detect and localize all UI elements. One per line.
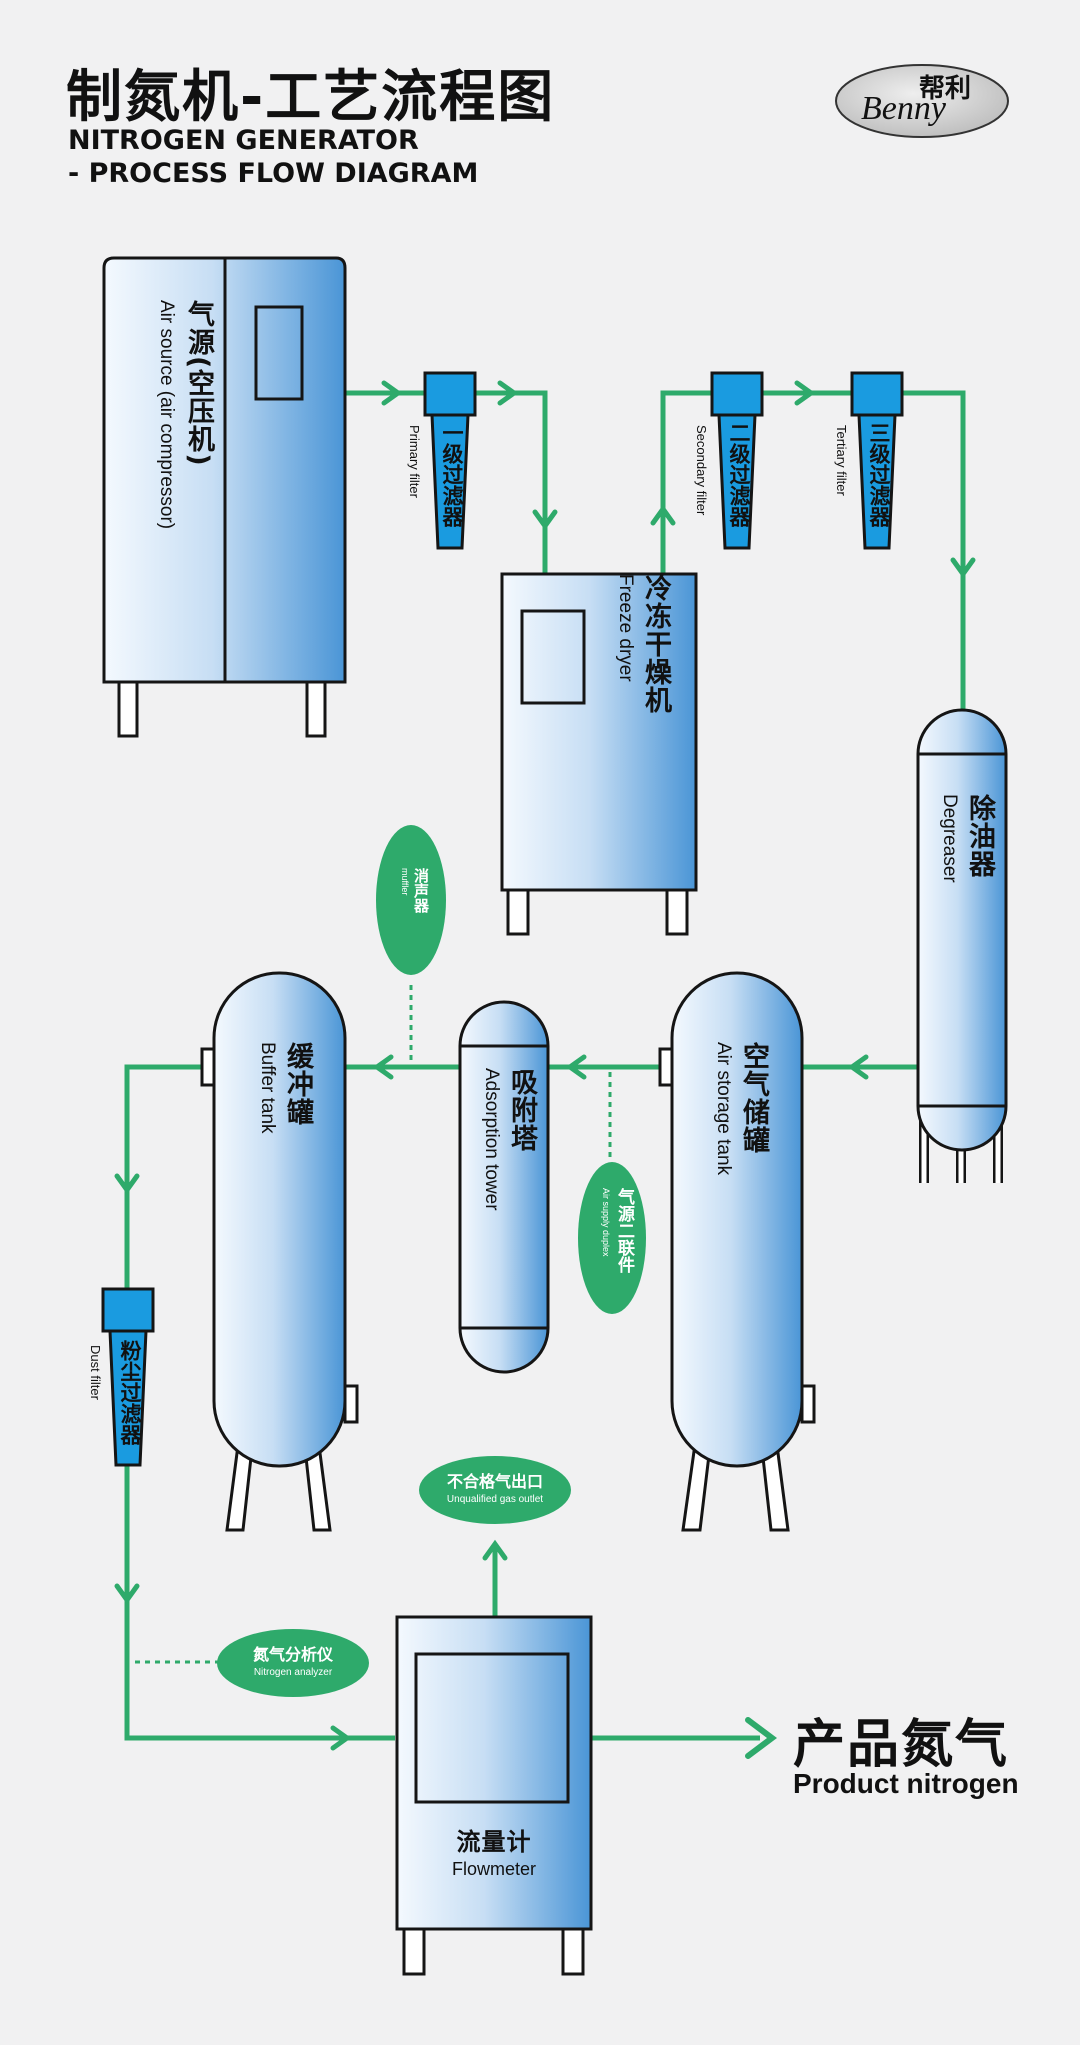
flowmeter xyxy=(395,1615,593,1976)
logo-cn-text: 帮利 xyxy=(919,74,972,104)
flowmeter-label: 流量计 Flowmeter xyxy=(397,1822,591,1880)
arrow-icon xyxy=(381,380,403,406)
tertiary-filter-en: Tertiary filter xyxy=(834,425,849,496)
tertiary-filter xyxy=(850,371,904,550)
nitrogen-analyzer-cn: 氮气分析仪 xyxy=(252,1645,333,1664)
nitrogen-analyzer-badge xyxy=(217,1629,369,1697)
air-storage-tank-en: Air storage tank xyxy=(713,1042,734,1176)
page-subtitle: NITROGEN GENERATOR - PROCESS FLOW DIAGRA… xyxy=(68,124,478,190)
logo-emblem-icon xyxy=(835,64,1009,138)
product-nitrogen-en: Product nitrogen xyxy=(793,1768,1019,1799)
product-nitrogen-cn: 产品氮气 xyxy=(793,1715,1010,1775)
degreaser xyxy=(916,708,1008,1183)
air-compressor xyxy=(102,256,347,738)
arrow-icon xyxy=(532,509,558,531)
subtitle-line-1: NITROGEN GENERATOR xyxy=(68,125,419,156)
air-storage-tank xyxy=(658,971,816,1532)
air-compressor-en: Air source (air compressor) xyxy=(156,300,177,530)
subtitle-line-2: - PROCESS FLOW DIAGRAM xyxy=(68,158,479,189)
arrow-icon xyxy=(372,1054,394,1080)
arrow-icon xyxy=(114,1583,140,1605)
muffler-badge xyxy=(376,825,446,975)
flow-arrows xyxy=(114,380,976,1751)
arrow-icon xyxy=(650,504,676,526)
page-title: 制氮机-工艺流程图 xyxy=(66,65,556,130)
muffler-en: muffler xyxy=(400,868,410,896)
air-supply-duplex-cn: 气源二联件 xyxy=(614,1188,634,1273)
dotted-connectors xyxy=(135,985,612,1664)
air-storage-tank-label: 空气储罐 Air storage tank xyxy=(708,1042,769,1176)
freeze-dryer xyxy=(500,572,698,936)
arrow-icon xyxy=(794,380,816,406)
primary-filter-cn: 一级过滤器 xyxy=(440,422,464,527)
degreaser-cn: 除油器 xyxy=(964,794,995,878)
air-storage-tank-cn: 空气储罐 xyxy=(738,1042,769,1154)
adsorption-tower-en: Adsorption tower xyxy=(481,1068,502,1211)
secondary-filter xyxy=(710,371,764,550)
air-supply-duplex-en: Air supply duplex xyxy=(601,1188,611,1257)
unqualified-outlet-label: 不合格气出口 Unqualified gas outlet xyxy=(419,1473,571,1509)
freeze-dryer-cn: 冷冻干燥机 xyxy=(640,574,671,714)
freeze-dryer-en: Freeze dryer xyxy=(615,574,636,682)
degreaser-label: 除油器 Degreaser xyxy=(934,794,995,883)
arrow-icon xyxy=(497,380,519,406)
unqualified-outlet-badge xyxy=(419,1456,571,1524)
tertiary-filter-cn: 三级过滤器 xyxy=(867,422,891,527)
muffler-label: 消声器 muffler xyxy=(397,868,430,913)
air-compressor-label: 气源(空压机) Air source (air compressor) xyxy=(150,300,214,529)
buffer-tank-cn: 缓冲罐 xyxy=(282,1042,313,1126)
air-supply-duplex-label: 气源二联件 Air supply duplex xyxy=(597,1188,634,1273)
freeze-dryer-label: 冷冻干燥机 Freeze dryer xyxy=(610,574,671,714)
dust-filter-en: Dust filter xyxy=(88,1345,103,1400)
air-compressor-cn: 气源(空压机) xyxy=(183,300,214,467)
secondary-filter-cn: 二级过滤器 xyxy=(727,422,751,527)
arrow-icon xyxy=(330,1725,352,1751)
primary-filter-en: Primary filter xyxy=(407,425,422,498)
arrow-icon xyxy=(482,1539,508,1561)
unqualified-outlet-cn: 不合格气出口 xyxy=(446,1472,543,1491)
adsorption-tower-cn: 吸附塔 xyxy=(506,1068,537,1152)
dust-filter-cn: 粉尘过滤器 xyxy=(118,1340,142,1445)
arrow-icon xyxy=(847,1054,869,1080)
product-arrow-icon xyxy=(745,1717,777,1759)
brand-logo: 帮利 Benny xyxy=(833,62,1011,140)
primary-filter xyxy=(423,371,477,550)
logo-en-text: Benny xyxy=(861,90,946,127)
buffer-tank-label: 缓冲罐 Buffer tank xyxy=(252,1042,313,1134)
pipe-compressor-to-dryer xyxy=(345,390,548,575)
unqualified-outlet-en: Unqualified gas outlet xyxy=(446,1494,544,1505)
degreaser-en: Degreaser xyxy=(939,794,960,883)
adsorption-tower xyxy=(458,1000,550,1374)
buffer-tank xyxy=(200,971,359,1532)
flowmeter-cn: 流量计 xyxy=(456,1828,532,1856)
muffler-cn: 消声器 xyxy=(412,868,430,913)
arrow-icon xyxy=(114,1173,140,1195)
buffer-tank-en: Buffer tank xyxy=(257,1042,278,1134)
air-supply-duplex-badge xyxy=(578,1162,646,1314)
arrow-icon xyxy=(950,557,976,579)
secondary-filter-en: Secondary filter xyxy=(694,425,709,516)
dust-filter xyxy=(101,1287,155,1467)
adsorption-tower-label: 吸附塔 Adsorption tower xyxy=(476,1068,537,1211)
nitrogen-analyzer-en: Nitrogen analyzer xyxy=(253,1667,333,1678)
arrow-icon xyxy=(565,1054,587,1080)
flowmeter-en: Flowmeter xyxy=(451,1859,536,1879)
nitrogen-analyzer-label: 氮气分析仪 Nitrogen analyzer xyxy=(217,1646,369,1682)
